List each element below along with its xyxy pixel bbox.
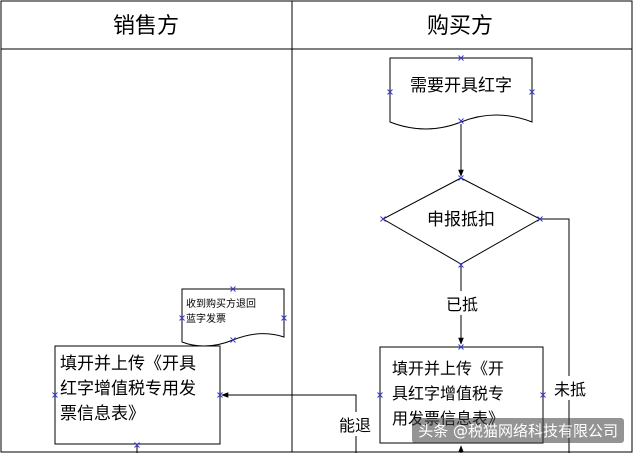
can-return-label-bg (332, 412, 376, 436)
declare-deduct-label: 申报抵扣 (427, 210, 495, 230)
need-red-document-node: 需要开具红字 (389, 57, 533, 130)
connection-point-marker (281, 315, 287, 321)
seller-fill-upload-node: 填开并上传《开具 红字增值税专用发 票信息表》 (54, 345, 221, 445)
buyer-fill-line-2: 具红字增值税专 (392, 384, 504, 403)
connection-point-marker (230, 337, 236, 343)
connection-point-marker (387, 89, 393, 95)
not-deducted-label-bg (552, 376, 588, 400)
lane-header-buyer: 购买方 (427, 14, 493, 39)
need-red-document-label: 需要开具红字 (410, 76, 512, 96)
buyer-fill-line-1: 填开并上传《开 (392, 359, 504, 378)
connection-point-marker (217, 392, 223, 398)
lane-header-seller: 销售方 (113, 14, 179, 39)
received-doc-line-2: 蓝字发票 (186, 312, 226, 325)
seller-fill-line-3: 票信息表》 (60, 404, 145, 424)
received-blue-invoice-node: 收到购买方退回 蓝字发票 (181, 288, 285, 347)
deducted-label-bg (440, 291, 484, 315)
deducted-label: 已抵 (446, 295, 478, 314)
connection-point-marker (179, 315, 185, 321)
connection-point-marker (380, 216, 386, 222)
connection-point-marker (458, 118, 464, 124)
connection-point-marker (458, 175, 464, 181)
connection-points (52, 55, 546, 448)
connection-point-marker (458, 262, 464, 268)
connection-point-marker (458, 55, 464, 61)
declare-deduct-decision: 申报抵扣 (381, 177, 542, 265)
connection-point-marker (52, 392, 58, 398)
not-deducted-label: 未抵 (554, 380, 586, 399)
can-return-label: 能退 (339, 416, 371, 435)
connection-point-marker (537, 216, 543, 222)
connection-point-marker (377, 392, 383, 398)
watermark: 头条 @税猫网络科技有限公司 (412, 418, 624, 443)
received-doc-line-1: 收到购买方退回 (186, 297, 256, 310)
seller-fill-line-2: 红字增值税专用发 (60, 379, 196, 399)
connection-point-marker (134, 442, 140, 448)
seller-fill-line-1: 填开并上传《开具 (60, 354, 196, 374)
connection-point-marker (230, 286, 236, 292)
not-deducted-branch-line (540, 218, 570, 453)
connection-point-marker (540, 392, 546, 398)
connection-point-marker (529, 89, 535, 95)
connection-point-marker (458, 344, 464, 350)
